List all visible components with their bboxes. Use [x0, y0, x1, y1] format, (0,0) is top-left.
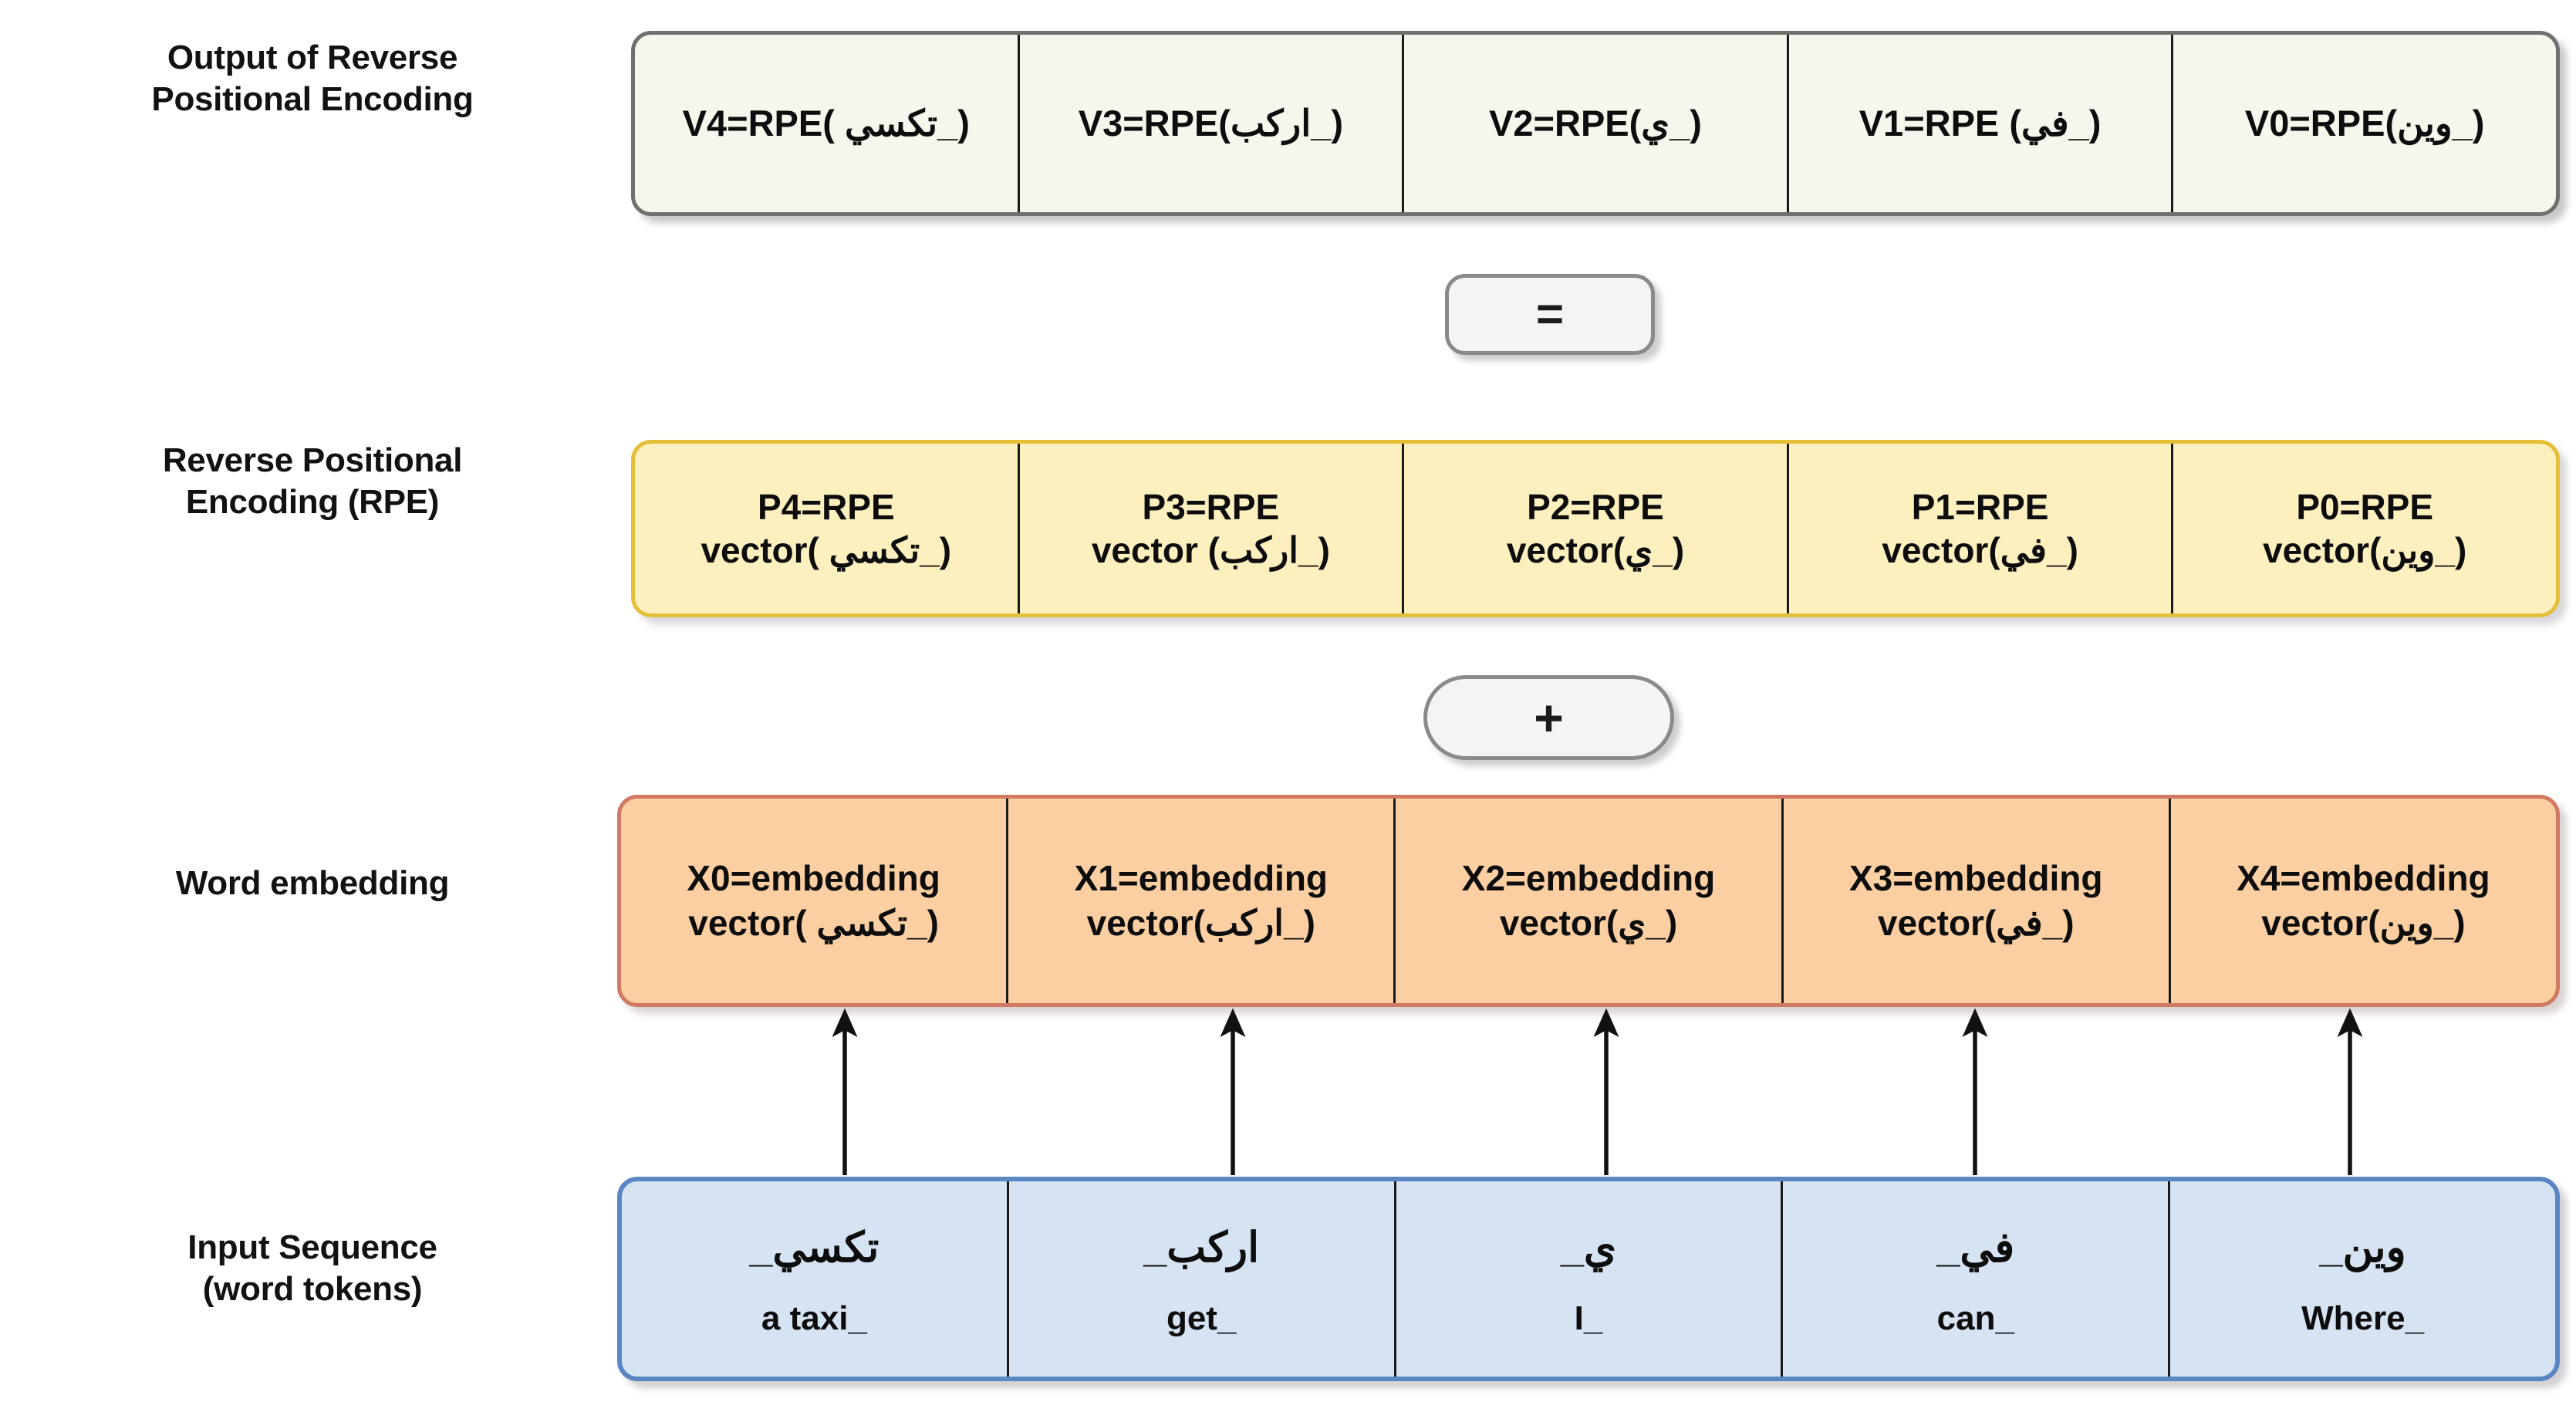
rpe-cell-p2-line2: vector(ي_) — [1506, 530, 1685, 570]
embedding-cell-x3-line2: vector(في_) — [1877, 902, 2075, 943]
plus-operator-badge: + — [1423, 675, 1674, 760]
input-token-arabic-4: وين_ — [2319, 1225, 2406, 1271]
embedding-cell-x2-line2: vector(ي_) — [1499, 902, 1678, 943]
embedding-cell-x0-line2: vector( تكسي_) — [688, 902, 939, 943]
embedding-cell-x0-line1: X0=embedding — [687, 858, 940, 899]
output-cell-v3: V3=RPE(اركب_) — [1020, 35, 1405, 212]
row-label-rpe-line1: Reverse Positional — [162, 441, 463, 479]
input-token-english-2: I_ — [1574, 1299, 1603, 1337]
embedding-cell-x1: X1=embedding vector(اركب_) — [1008, 799, 1396, 1003]
input-token-english-3: can_ — [1936, 1299, 2014, 1337]
rpe-row-strip: P4=RPE vector( تكسي_) P3=RPE vector (ارك… — [631, 440, 2560, 617]
output-cell-v4: V4=RPE( تكسي_) — [635, 35, 1020, 212]
input-token-english-0: a taxi_ — [761, 1299, 867, 1337]
row-label-word-embedding: Word embedding — [0, 863, 625, 904]
embedding-cell-x1-line1: X1=embedding — [1074, 858, 1329, 899]
output-cell-v4-text: V4=RPE( تكسي_) — [682, 103, 970, 144]
word-embedding-row-strip: X0=embedding vector( تكسي_) X1=embedding… — [617, 795, 2560, 1007]
rpe-cell-p3-line2: vector (اركب_) — [1091, 530, 1330, 570]
embedding-cell-x1-line2: vector(اركب_) — [1086, 902, 1315, 943]
input-token-cell-0: تكسي_ a taxi_ — [622, 1181, 1009, 1377]
output-cell-v1-text: V1=RPE (في_) — [1859, 103, 2102, 144]
input-token-arabic-0: تكسي_ — [749, 1225, 879, 1271]
row-label-input-sequence: Input Sequence (word tokens) — [0, 1227, 625, 1309]
rpe-cell-p2-line1: P2=RPE — [1527, 486, 1664, 527]
input-token-english-1: get_ — [1166, 1299, 1237, 1337]
input-token-cell-4: وين_ Where_ — [2170, 1181, 2555, 1377]
row-label-rpe: Reverse Positional Encoding (RPE) — [0, 440, 625, 522]
rpe-cell-p0: P0=RPE vector(وين_) — [2173, 444, 2556, 613]
output-cell-v0: V0=RPE(وين_) — [2173, 35, 2556, 212]
output-row-strip: V4=RPE( تكسي_) V3=RPE(اركب_) V2=RPE(ي_) … — [631, 31, 2560, 216]
row-label-input-sequence-line1: Input Sequence — [187, 1228, 437, 1266]
equals-operator-label: = — [1535, 288, 1565, 341]
row-label-output: Output of Reverse Positional Encoding — [0, 37, 625, 120]
embedding-cell-x0: X0=embedding vector( تكسي_) — [621, 799, 1009, 1003]
embedding-cell-x2: X2=embedding vector(ي_) — [1396, 799, 1784, 1003]
embedding-cell-x3-line1: X3=embedding — [1848, 858, 2103, 899]
rpe-cell-p4: P4=RPE vector( تكسي_) — [635, 444, 1020, 613]
input-token-arabic-3: في_ — [1936, 1225, 2015, 1271]
row-label-output-line2: Positional Encoding — [151, 79, 474, 118]
input-token-cell-2: ي_ I_ — [1396, 1181, 1784, 1377]
embedding-cell-x3: X3=embedding vector(في_) — [1784, 799, 2171, 1003]
row-label-output-line1: Output of Reverse — [167, 39, 458, 76]
rpe-cell-p0-line2: vector(وين_) — [2263, 530, 2467, 570]
rpe-cell-p1-line1: P1=RPE — [1911, 486, 2049, 527]
input-sequence-row-strip: تكسي_ a taxi_ اركب_ get_ ي_ I_ في_ can_ … — [617, 1177, 2560, 1381]
rpe-cell-p1-line2: vector(في_) — [1882, 530, 2078, 570]
output-cell-v2: V2=RPE(ي_) — [1404, 35, 1789, 212]
row-label-word-embedding-line1: Word embedding — [175, 864, 450, 902]
row-label-rpe-line2: Encoding (RPE) — [185, 482, 440, 521]
rpe-cell-p2: P2=RPE vector(ي_) — [1404, 444, 1789, 613]
rpe-cell-p4-line2: vector( تكسي_) — [701, 530, 952, 570]
output-cell-v2-text: V2=RPE(ي_) — [1489, 103, 1702, 144]
rpe-cell-p4-line1: P4=RPE — [757, 486, 895, 527]
input-token-english-4: Where_ — [2301, 1299, 2425, 1337]
embedding-cell-x4-line2: vector(وين_) — [2261, 902, 2466, 943]
input-token-cell-3: في_ can_ — [1783, 1181, 2171, 1377]
embedding-cell-x4-line1: X4=embedding — [2237, 858, 2490, 899]
input-token-arabic-1: اركب_ — [1143, 1225, 1260, 1271]
output-cell-v1: V1=RPE (في_) — [1789, 35, 2174, 212]
rpe-cell-p3: P3=RPE vector (اركب_) — [1020, 444, 1405, 613]
output-cell-v3-text: V3=RPE(اركب_) — [1078, 103, 1344, 144]
rpe-cell-p1: P1=RPE vector(في_) — [1789, 444, 2174, 613]
rpe-cell-p0-line1: P0=RPE — [2296, 486, 2434, 527]
input-token-arabic-2: ي_ — [1560, 1225, 1617, 1271]
output-cell-v0-text: V0=RPE(وين_) — [2244, 103, 2485, 144]
input-token-cell-1: اركب_ get_ — [1009, 1181, 1396, 1377]
embedding-cell-x4: X4=embedding vector(وين_) — [2171, 799, 2556, 1003]
row-label-input-sequence-line2: (word tokens) — [202, 1269, 423, 1308]
plus-operator-label: + — [1534, 689, 1564, 746]
embedding-cell-x2-line1: X2=embedding — [1461, 858, 1716, 899]
equals-operator-badge: = — [1445, 274, 1655, 355]
rpe-cell-p3-line1: P3=RPE — [1142, 486, 1280, 527]
